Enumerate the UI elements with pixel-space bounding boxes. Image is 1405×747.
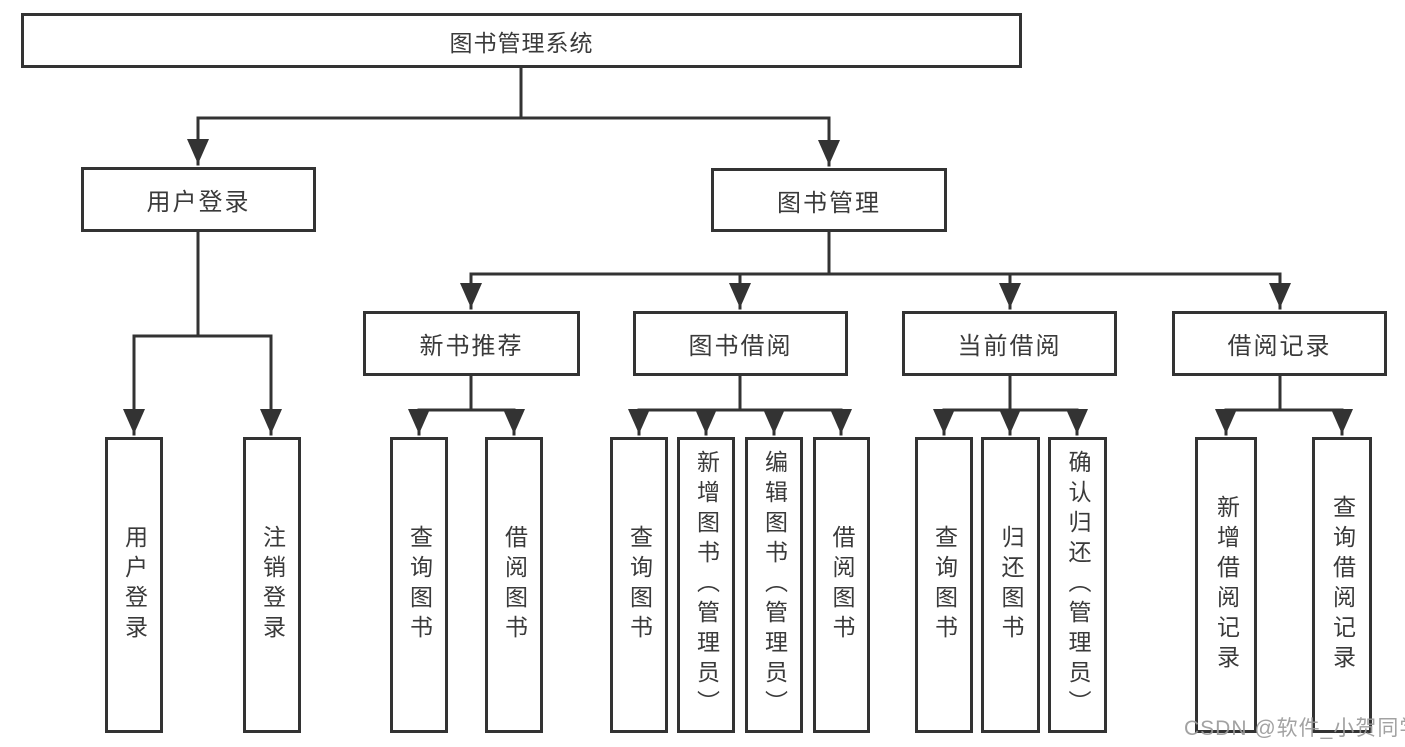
leaf-query-books-current: 查询图书 [915,437,973,733]
leaf-borrow-books: 借阅图书 [813,437,870,733]
node-book-management-system: 图书管理系统 [21,13,1022,68]
leaf-add-books-admin: 新增图书（管理员） [677,437,735,733]
leaf-borrow-books-recommend: 借阅图书 [485,437,543,733]
node-new-book-recommend: 新书推荐 [363,311,580,376]
node-book-management: 图书管理 [711,168,947,232]
leaf-user-login: 用户登录 [105,437,163,733]
leaf-confirm-return-admin: 确认归还（管理员） [1048,437,1107,733]
csdn-watermark: CSDN @软件_小贺同学 [1184,717,1405,740]
leaf-edit-books-admin: 编辑图书（管理员） [745,437,803,733]
node-current-borrowing: 当前借阅 [902,311,1117,376]
node-user-login: 用户登录 [81,167,316,232]
node-book-borrowing: 图书借阅 [633,311,848,376]
leaf-logout: 注销登录 [243,437,301,733]
node-borrowing-records: 借阅记录 [1172,311,1387,376]
leaf-return-books: 归还图书 [981,437,1040,733]
leaf-query-books-borrowing: 查询图书 [610,437,668,733]
leaf-query-borrow-record: 查询借阅记录 [1312,437,1372,733]
leaf-query-books-recommend: 查询图书 [390,437,448,733]
leaf-add-borrow-record: 新增借阅记录 [1195,437,1257,733]
